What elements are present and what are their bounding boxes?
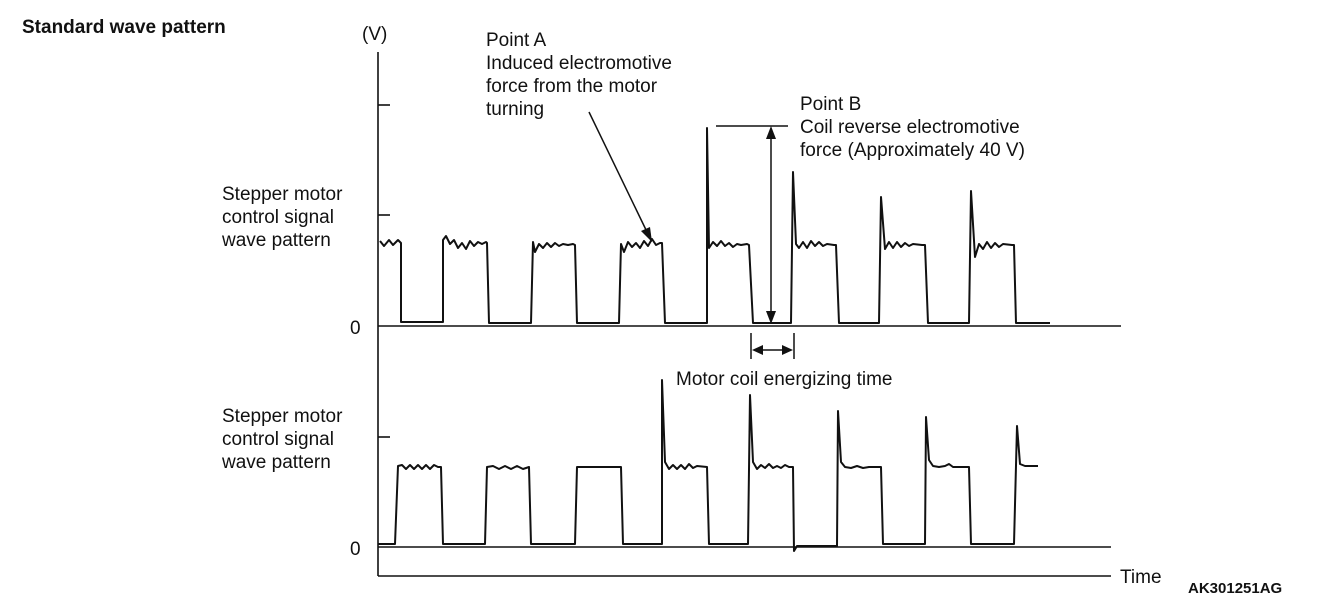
point-a-arrowhead: [641, 227, 652, 242]
top-wave-label: Stepper motor control signal wave patter…: [221, 184, 348, 251]
point-a-arrow-line: [588, 111, 649, 235]
bottom-wave-label: Stepper motor control signal wave patter…: [221, 406, 348, 473]
energizing-time-label: Motor coil energizing time: [676, 369, 892, 390]
figure-code: AK301251AG: [1188, 580, 1282, 597]
point-a-label: Point A Induced electromotive force from…: [486, 30, 677, 120]
y-unit-label: (V): [362, 24, 387, 45]
time-axis-label: Time: [1120, 567, 1162, 588]
energizing-arrowhead-left: [752, 345, 763, 355]
diagram-title: Standard wave pattern: [22, 17, 226, 38]
top-waveform: [379, 127, 1050, 324]
energizing-arrowhead-right: [782, 345, 793, 355]
bottom-waveform: [378, 379, 1038, 552]
bottom-zero-label: 0: [350, 539, 361, 560]
top-zero-label: 0: [350, 318, 361, 339]
point-b-label: Point B Coil reverse electromotive force…: [800, 94, 1025, 161]
point-b-arrowhead-bottom: [766, 311, 776, 324]
point-b-arrowhead-top: [766, 126, 776, 139]
